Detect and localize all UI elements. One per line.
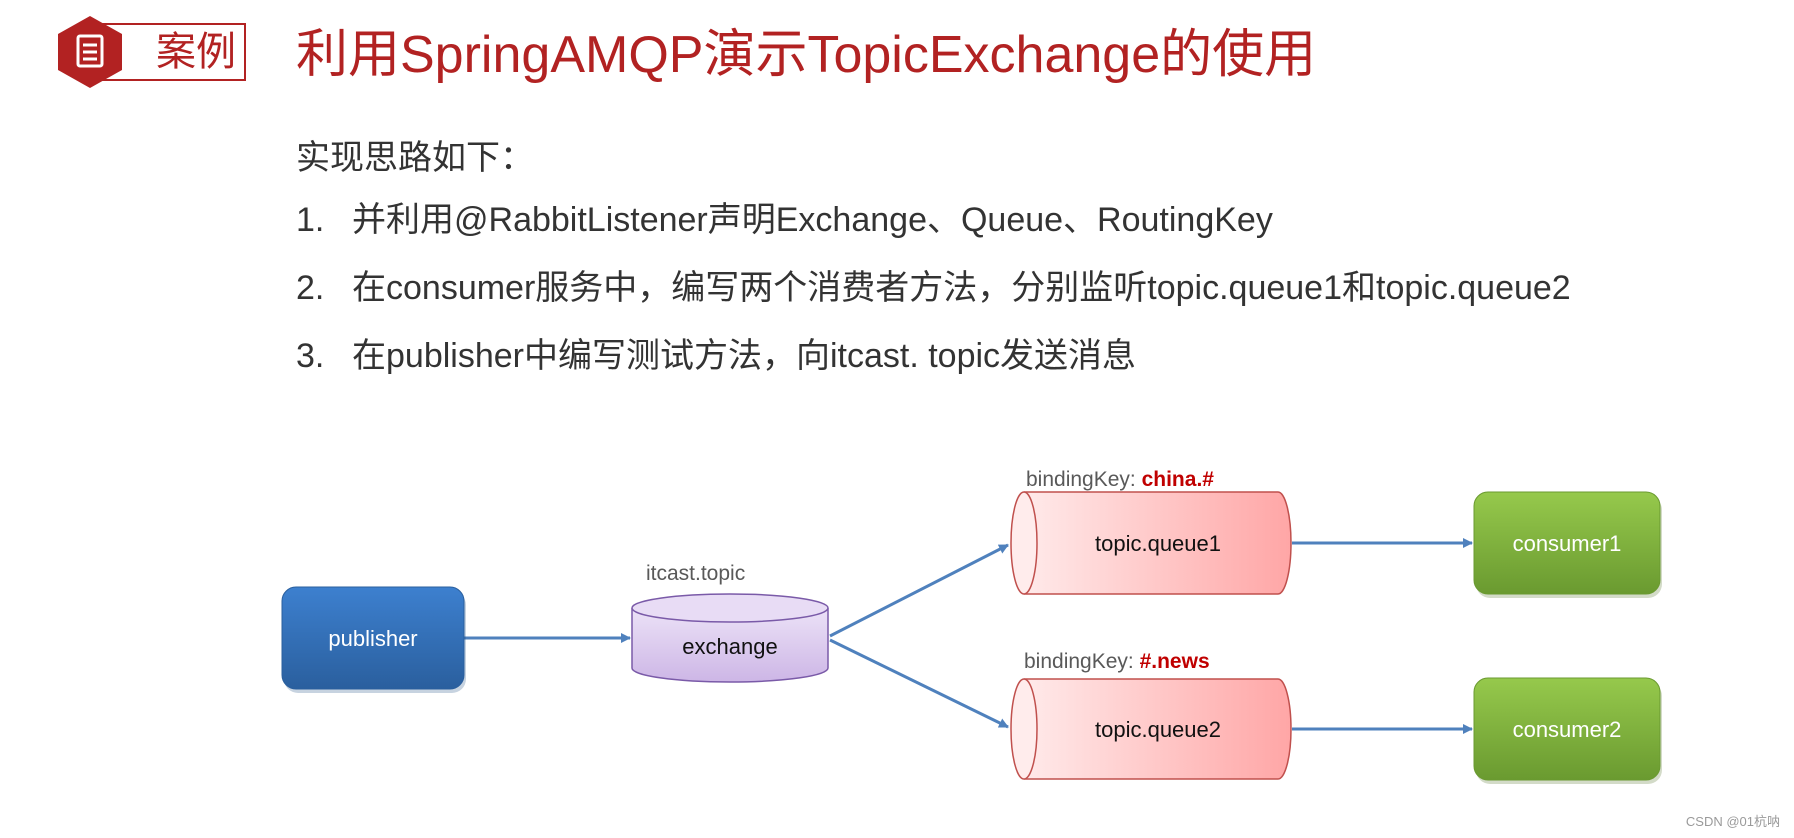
step-item: 2. 在consumer服务中，编写两个消费者方法，分别监听topic.queue… <box>296 264 1571 332</box>
consumer2-label: consumer2 <box>1513 717 1622 742</box>
watermark: CSDN @01杭呐 <box>1685 814 1780 829</box>
arrow-exchange-queue2 <box>829 638 1009 729</box>
exchange-label: exchange <box>682 634 777 659</box>
step-text: 在publisher中编写测试方法，向itcast. topic发送消息 <box>352 337 1137 375</box>
step-item: 1. 并利用@RabbitListener声明Exchange、Queue、Rou… <box>296 196 1571 264</box>
publisher-label: publisher <box>328 626 417 651</box>
arrow-exchange-queue1 <box>829 543 1009 638</box>
step-text: 在consumer服务中，编写两个消费者方法，分别监听topic.queue1和… <box>352 269 1571 307</box>
step-text: 并利用@RabbitListener声明Exchange、Queue、Routi… <box>352 201 1273 239</box>
exchange-node: exchange <box>631 593 829 683</box>
queue1-binding-key: bindingKey: china.# <box>1026 468 1214 491</box>
case-badge: 案例 <box>56 16 252 88</box>
badge-label: 案例 <box>156 30 236 74</box>
consumer1-node: consumer1 <box>1473 491 1662 598</box>
steps-list: 1. 并利用@RabbitListener声明Exchange、Queue、Rou… <box>296 196 1571 400</box>
binding-key-prefix: bindingKey: <box>1024 650 1140 673</box>
queue2-label: topic.queue2 <box>1095 717 1221 742</box>
binding-key-value: #.news <box>1140 650 1210 673</box>
queue2-binding-key: bindingKey: #.news <box>1024 650 1210 673</box>
binding-key-value: china.# <box>1142 468 1215 491</box>
queue1-label: topic.queue1 <box>1095 531 1221 556</box>
consumer2-node: consumer2 <box>1473 677 1662 784</box>
step-number: 3. <box>296 337 325 375</box>
consumer1-label: consumer1 <box>1513 531 1622 556</box>
publisher-node: publisher <box>281 586 466 693</box>
badge-frame <box>100 23 246 81</box>
page-title: 利用SpringAMQP演示TopicExchange的使用 <box>296 26 1317 84</box>
step-number: 2. <box>296 269 325 307</box>
binding-key-prefix: bindingKey: <box>1026 468 1142 491</box>
step-item: 3. 在publisher中编写测试方法，向itcast. topic发送消息 <box>296 332 1571 400</box>
exchange-name: itcast.topic <box>646 562 745 585</box>
queue1-node: topic.queue1 <box>1010 491 1292 595</box>
document-icon <box>58 16 122 88</box>
step-number: 1. <box>296 201 325 239</box>
queue2-node: topic.queue2 <box>1010 678 1292 780</box>
intro-text: 实现思路如下： <box>296 139 534 177</box>
